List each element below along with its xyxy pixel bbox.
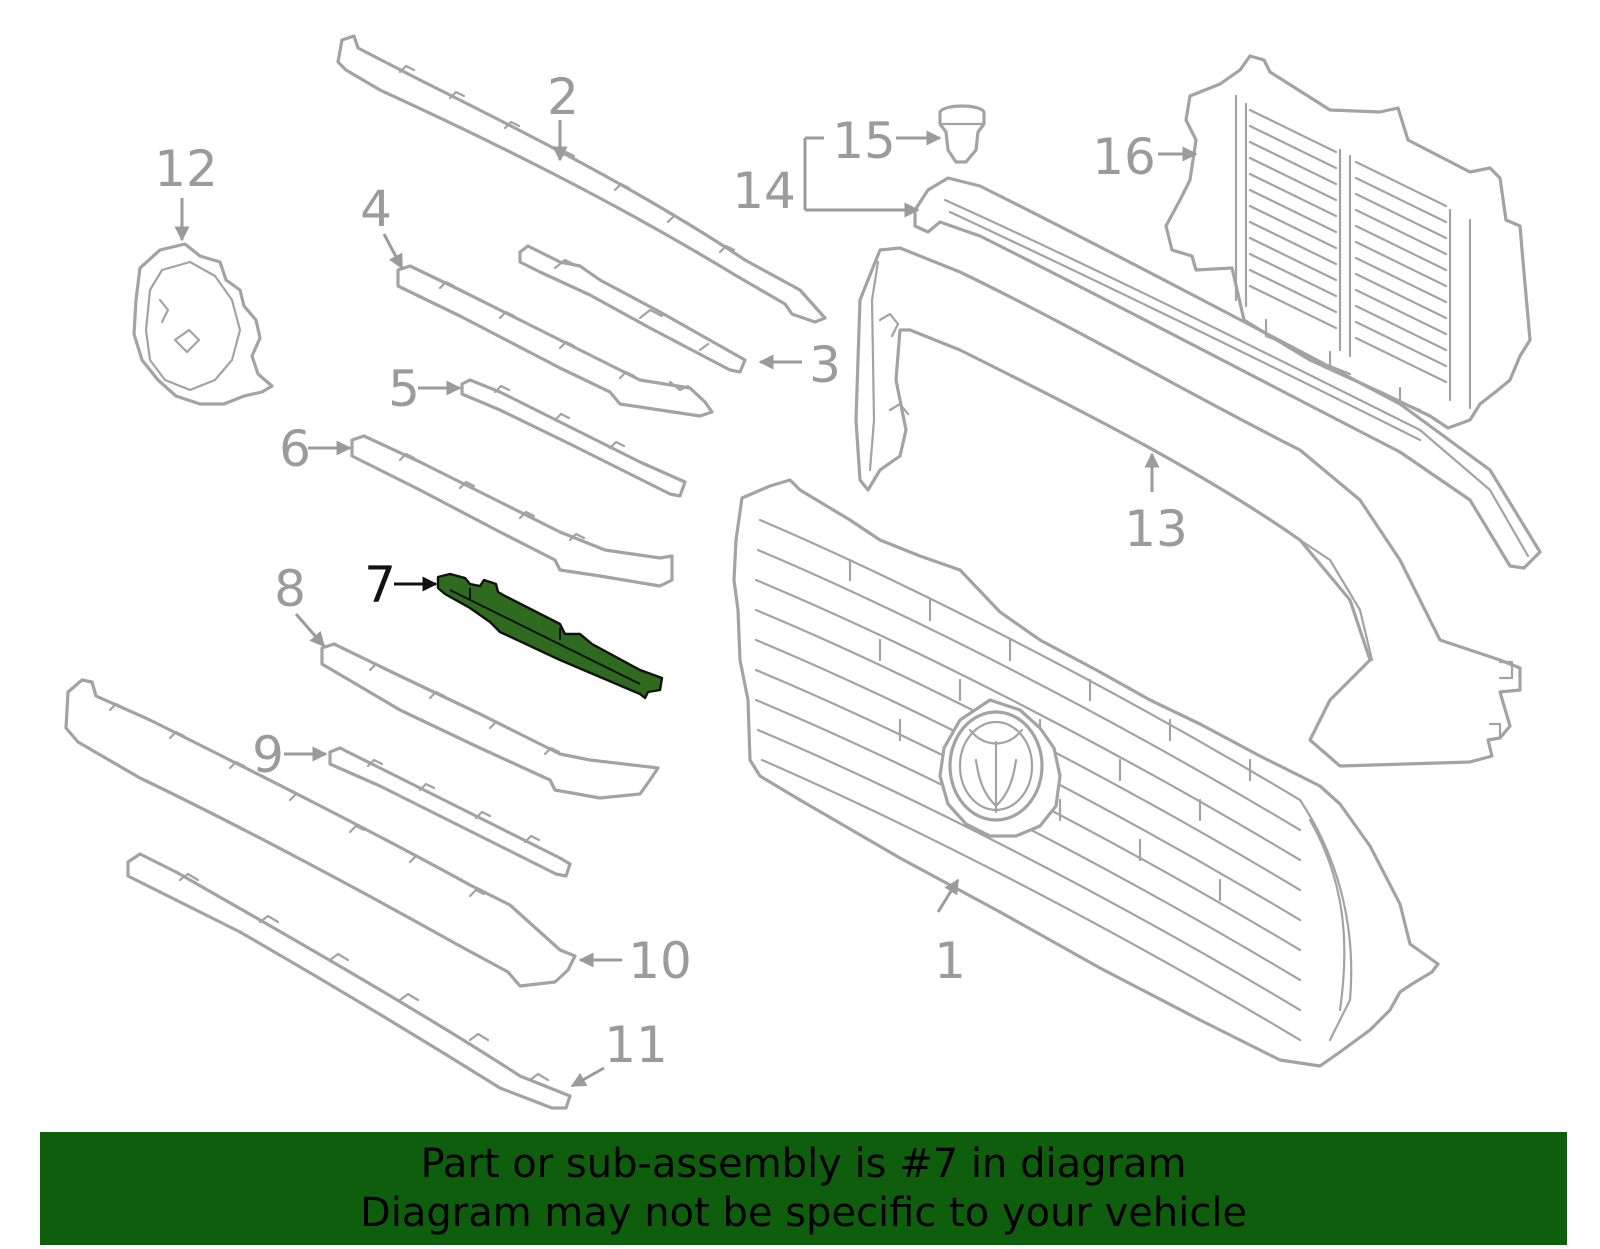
- part-4-molding: [396, 264, 714, 418]
- part-8-molding: [320, 642, 660, 800]
- callout-3: 3: [809, 336, 841, 394]
- callout-5: 5: [388, 360, 420, 418]
- callout-14: 14: [732, 162, 796, 220]
- callout-1: 1: [934, 932, 966, 990]
- banner-line-disclaimer: Diagram may not be specific to your vehi…: [359, 1189, 1248, 1236]
- banner-line-part-info: Part or sub-assembly is #7 in diagram: [420, 1140, 1187, 1187]
- callout-8: 8: [274, 560, 306, 618]
- info-banner: Part or sub-assembly is #7 in diagram Di…: [40, 1132, 1567, 1245]
- callout-6: 6: [279, 420, 311, 478]
- part-9-molding: [328, 746, 572, 878]
- part-10-lower-molding: [64, 678, 577, 988]
- part-7-highlighted-molding: [436, 572, 664, 700]
- part-6-molding: [350, 434, 674, 588]
- part-14-top-rail: [913, 176, 1542, 570]
- callout-labels: 1 2 3 4 5 6 7 8 9 10 11 12 13 14 15 16: [154, 68, 1188, 1074]
- callout-9: 9: [252, 726, 284, 784]
- toyota-emblem: [938, 698, 1062, 838]
- part-13-upper-frame: [854, 246, 1522, 768]
- callout-16: 16: [1092, 128, 1156, 186]
- callout-2: 2: [547, 68, 579, 126]
- part-11-lower-strip: [126, 852, 572, 1110]
- callout-12: 12: [154, 140, 218, 198]
- callout-15: 15: [832, 112, 896, 170]
- part-15-clip: [938, 104, 986, 164]
- part-12-emblem-base: [132, 242, 274, 406]
- callout-13: 13: [1124, 500, 1188, 558]
- callout-leaders: [174, 120, 1198, 1088]
- callout-7: 7: [364, 556, 396, 614]
- part-16-air-shutter: [1164, 54, 1532, 430]
- part-3-molding: [518, 244, 747, 374]
- callout-4: 4: [360, 180, 392, 238]
- callout-11: 11: [604, 1016, 668, 1074]
- callout-10: 10: [628, 932, 692, 990]
- part-1-radiator-grille: [732, 478, 1440, 1068]
- part-5-molding: [460, 378, 687, 498]
